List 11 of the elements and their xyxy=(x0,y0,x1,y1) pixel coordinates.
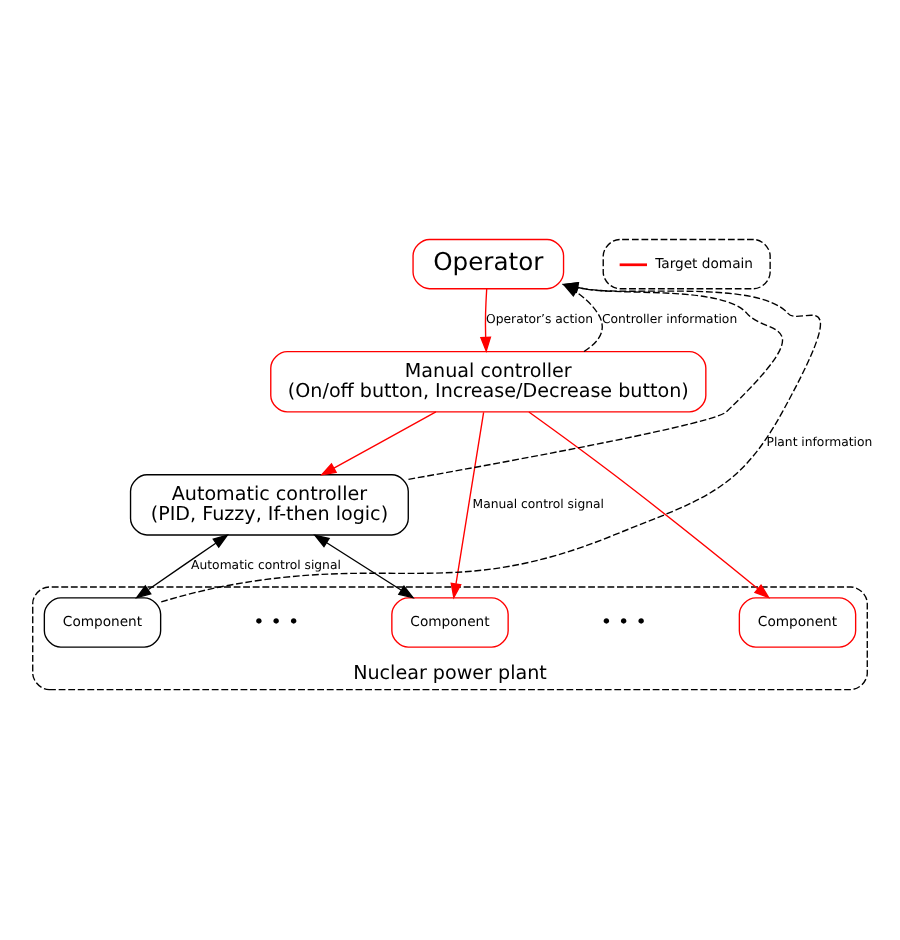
arrow xyxy=(319,411,437,476)
node-box: Automatic controller (PID, Fuzzy, If-then logic) xyxy=(129,474,409,536)
label: • • • xyxy=(253,611,300,634)
arrow xyxy=(479,288,492,354)
label: • • • xyxy=(600,611,647,634)
arrow xyxy=(528,411,771,599)
arrow xyxy=(313,534,415,599)
node-box: Operator xyxy=(412,238,565,290)
arrow xyxy=(450,411,485,600)
node-box: Manual controller (On/off button, Increase/Decrease button) xyxy=(270,350,707,413)
arrow xyxy=(135,534,229,599)
